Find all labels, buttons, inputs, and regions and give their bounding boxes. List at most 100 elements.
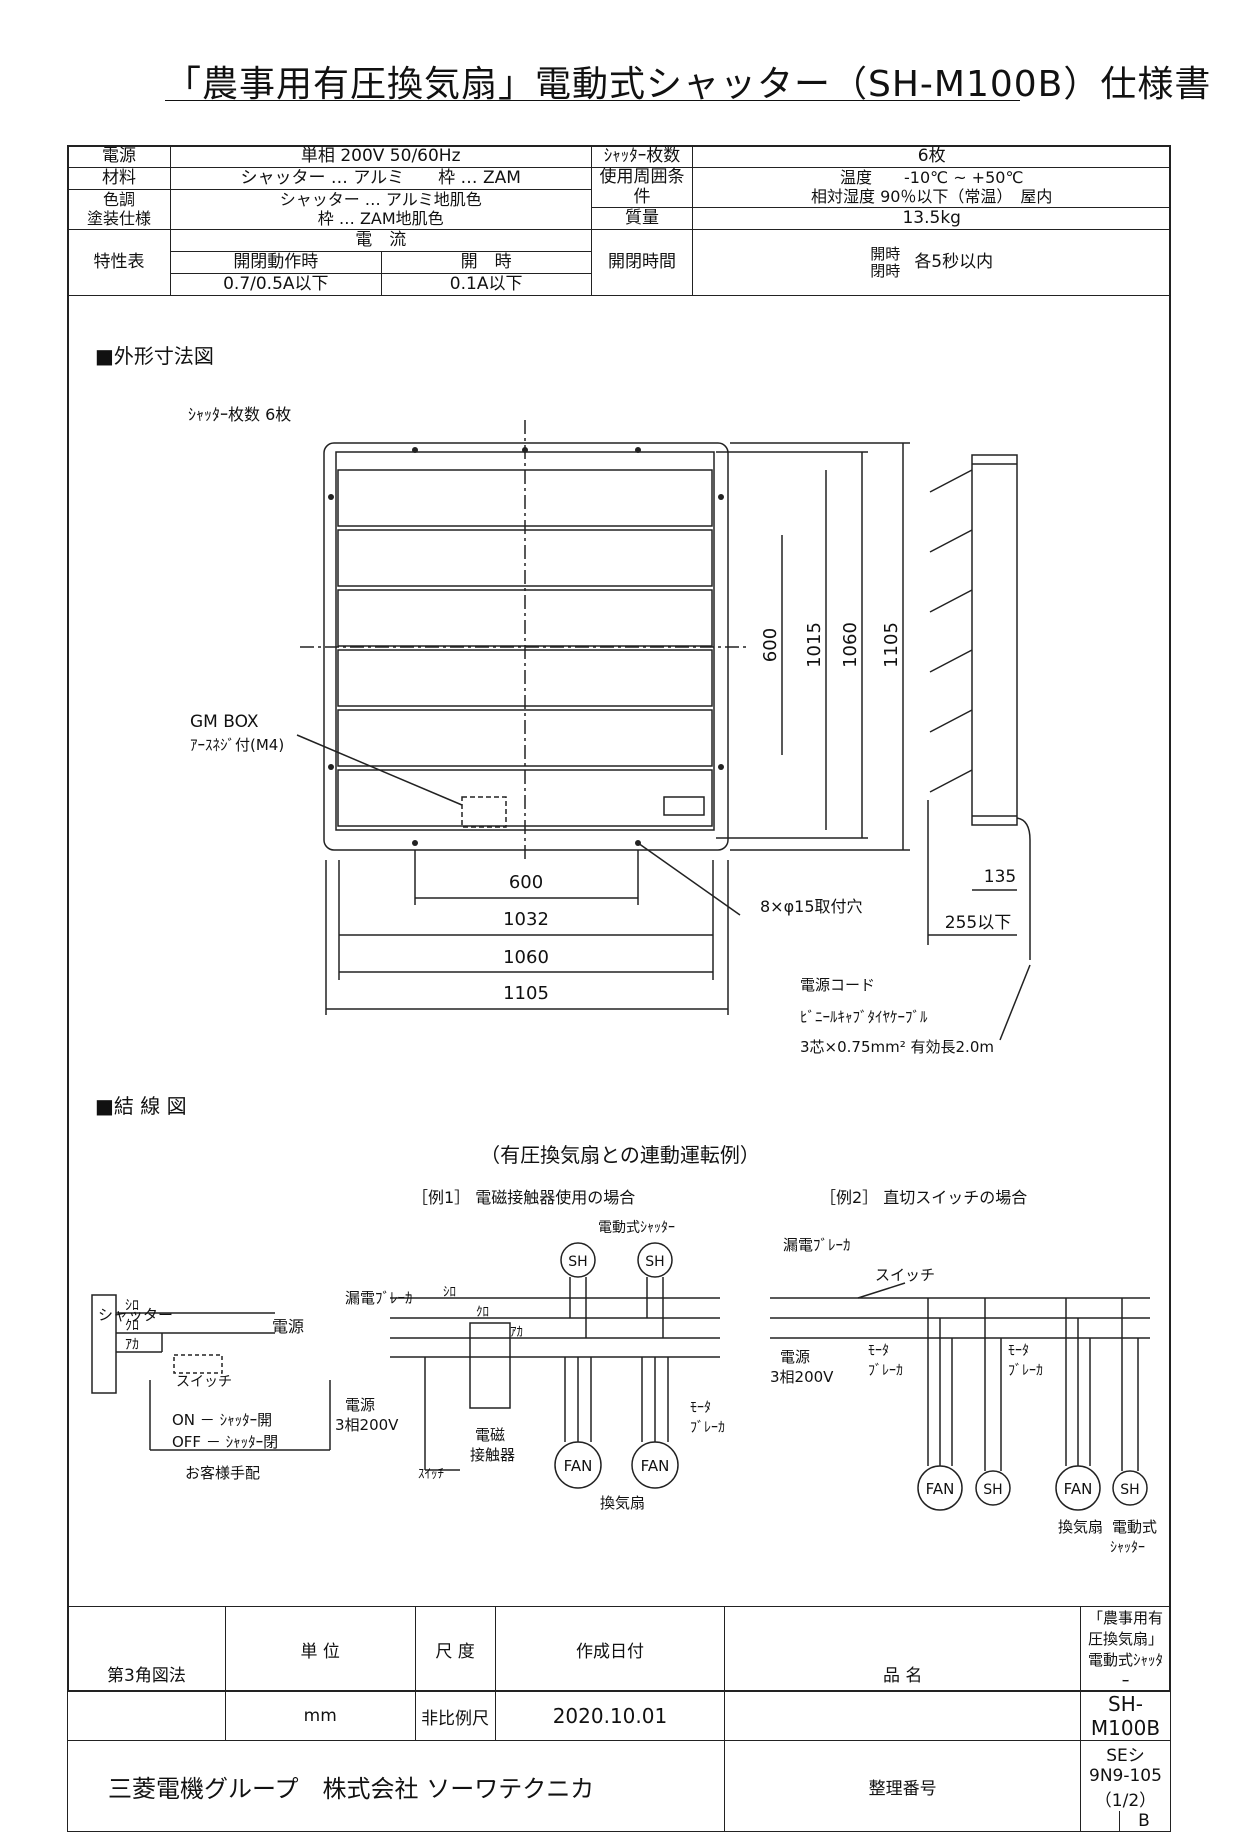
- switch-box: [173, 1354, 223, 1374]
- dim-v600-label: 600: [760, 628, 781, 662]
- projection: 第3角図法: [67, 1606, 226, 1741]
- ex1-power-label: 電源: [345, 1396, 375, 1414]
- ex2-power-label: 電源: [780, 1348, 810, 1366]
- elec-shutter-label: 電動式ｼｬｯﾀｰ: [598, 1220, 675, 1236]
- gm-box: [461, 796, 507, 828]
- earth-screw-label: ｱｰｽﾈｼﾞ付(M4): [190, 736, 284, 754]
- dim-1032-label: 1032: [503, 909, 549, 930]
- ex2-sh-circle-2: [1112, 1470, 1148, 1506]
- shutter-count-value: 6枚: [692, 145, 1171, 168]
- scale-label: 尺 度: [414, 1606, 496, 1692]
- ex2-breaker-label: 漏電ﾌﾞﾚｰｶ: [783, 1236, 851, 1254]
- time-duration: 各5秒以内: [914, 251, 994, 272]
- env-line2: 相対湿度 90％以下（常温） 屋内: [810, 186, 1053, 206]
- time-label: 開閉時間: [590, 229, 694, 297]
- op-value: 0.7/0.5A以下: [169, 273, 382, 297]
- open-value: 0.1A以下: [380, 273, 592, 297]
- unit-value: mm: [224, 1691, 416, 1741]
- color-line2: 枠 … ZAM地肌色: [317, 208, 444, 228]
- color-line1: シャッター … アルミ地肌色: [279, 190, 482, 210]
- ex1-sh-label-1: SH: [568, 1254, 587, 1270]
- outline-drawing: ｼｬｯﾀｰ枚数 6枚 GM BOX ｱｰｽﾈｼﾞ付(M4) 600 1032 1…: [188, 405, 1031, 1056]
- name-line1: 「農事用有圧換気扇」電動式ｼｬｯﾀｰ: [1079, 1606, 1172, 1692]
- env-label: 使用周囲条件: [590, 166, 694, 209]
- date-label: 作成日付: [494, 1606, 726, 1692]
- wiring-diagram: （有圧換気扇との連動運転例） ［例1］ 電磁接触器使用の場合 ［例2］ 直切スイ…: [91, 1143, 1157, 1556]
- env-line1: 温度 -10℃ ~ +50℃: [840, 168, 1024, 188]
- spec-table: 電源 単相 200V 50/60Hz ｼｬｯﾀｰ枚数 6枚 材料 シャッター ……: [67, 145, 1171, 297]
- color-label1: 色調: [102, 190, 135, 210]
- cord-label-1: 電源コード: [800, 976, 875, 994]
- ex2-motor-breaker-2b: ﾌﾞﾚｰｶ: [1008, 1363, 1043, 1379]
- ex1-motor-breaker-1: ﾓｰﾀ: [690, 1400, 711, 1416]
- ex1-breaker-label: 漏電ﾌﾞﾚｰｶ: [345, 1289, 413, 1307]
- ex1-kuro-label: ｸﾛ: [476, 1305, 489, 1320]
- dim-1060-label: 1060: [503, 947, 549, 968]
- ex1-shiro-label: ｼﾛ: [443, 1285, 456, 1300]
- wiring-section-heading: ■結 線 図: [95, 1094, 187, 1118]
- ex2-motor-breaker-2a: ﾌﾞﾚｰｶ: [868, 1363, 903, 1379]
- ex1-motor-breaker-2: ﾌﾞﾚｰｶ: [690, 1420, 725, 1436]
- dim-600-label: 600: [509, 872, 543, 893]
- outline-section-heading: ■外形寸法図: [95, 344, 214, 368]
- number-value: SEシ 9N9-105（1/2） B: [1079, 1740, 1172, 1832]
- number-value-text: SEシ 9N9-105（1/2）: [1089, 1746, 1162, 1811]
- ex1-sh-circle-1: [560, 1242, 596, 1278]
- ex1-sh-circle-2: [637, 1242, 673, 1278]
- dim-v1015-label: 1015: [804, 622, 825, 668]
- op-label: 開閉動作時: [169, 251, 382, 275]
- holes-leader: [637, 842, 741, 916]
- power-cord: [1016, 817, 1031, 960]
- example2-title: ［例2］ 直切スイッチの場合: [820, 1188, 1027, 1207]
- contactor-box: [469, 1322, 511, 1409]
- ex2-fans-label: 換気扇: [1058, 1518, 1103, 1536]
- ex2-phase-label: 3相200V: [770, 1368, 834, 1386]
- shutter-count-note: ｼｬｯﾀｰ枚数 6枚: [188, 405, 291, 424]
- ex1-fan-label-1: FAN: [564, 1457, 593, 1475]
- ex2-sh-circle-1: [975, 1470, 1011, 1506]
- env-value: 温度 -10℃ ~ +50℃ 相対湿度 90％以下（常温） 屋内: [692, 166, 1171, 209]
- dim-135-label: 135: [984, 867, 1016, 887]
- gm-box-label: GM BOX: [190, 712, 259, 732]
- ex1-phase-label: 3相200V: [335, 1416, 399, 1434]
- ex2-shutter-label-1: 電動式: [1112, 1518, 1157, 1536]
- title-underline: [165, 100, 1020, 101]
- nameplate: [663, 796, 705, 816]
- wire-kuro-label: ｸﾛ: [125, 1318, 139, 1334]
- dim-255-label: 255以下: [945, 913, 1011, 933]
- ex1-fans-label: 換気扇: [600, 1494, 645, 1512]
- time-value: 開時 閉時 各5秒以内: [692, 229, 1171, 297]
- wiring-subtitle: （有圧換気扇との連動運転例）: [480, 1143, 760, 1167]
- ex2-switch-label: スイッチ: [875, 1266, 935, 1284]
- off-text: OFF － ｼｬｯﾀｰ閉: [172, 1433, 278, 1451]
- ex2-motor-breaker-1a: ﾓｰﾀ: [868, 1343, 889, 1359]
- on-text: ON － ｼｬｯﾀｰ開: [172, 1411, 272, 1429]
- wire-aka-label: ｱｶ: [125, 1337, 139, 1353]
- ex2-fan-label-2: FAN: [1064, 1480, 1093, 1498]
- dim-v1105-label: 1105: [881, 622, 902, 668]
- power-label-left: 電源: [272, 1317, 304, 1336]
- time-open: 開時: [870, 245, 901, 264]
- revision: B: [1119, 1811, 1150, 1831]
- ex2-sh-label-1: SH: [983, 1482, 1002, 1498]
- char-label: 特性表: [67, 229, 171, 297]
- shutter-terminal-box: [91, 1294, 117, 1394]
- switch-label: スイッチ: [176, 1374, 232, 1390]
- wire-shiro-label: ｼﾛ: [125, 1298, 139, 1314]
- dim-1105-label: 1105: [503, 983, 549, 1004]
- ex1-switch-label: ｽｲｯﾁ: [418, 1467, 444, 1482]
- contactor-label-1: 電磁: [475, 1426, 505, 1444]
- gm-box-leader: [296, 734, 463, 806]
- ex1-sh-label-2: SH: [645, 1254, 664, 1270]
- time-close: 閉時: [870, 261, 901, 280]
- holes-label: 8×φ15取付穴: [760, 897, 863, 916]
- ex1-aka-label: ｱｶ: [510, 1325, 523, 1340]
- company-name: 三菱電機グループ 株式会社 ソーワテクニカ: [66, 1740, 726, 1832]
- cord-leader: [999, 964, 1031, 1041]
- unit-label: 単 位: [224, 1606, 416, 1692]
- customer-note: お客様手配: [185, 1464, 260, 1482]
- date-value: 2020.10.01: [494, 1691, 726, 1741]
- ex1-fan-label-2: FAN: [641, 1457, 670, 1475]
- name-label: 品 名: [724, 1606, 1081, 1741]
- scale-value: 非比例尺: [414, 1691, 496, 1741]
